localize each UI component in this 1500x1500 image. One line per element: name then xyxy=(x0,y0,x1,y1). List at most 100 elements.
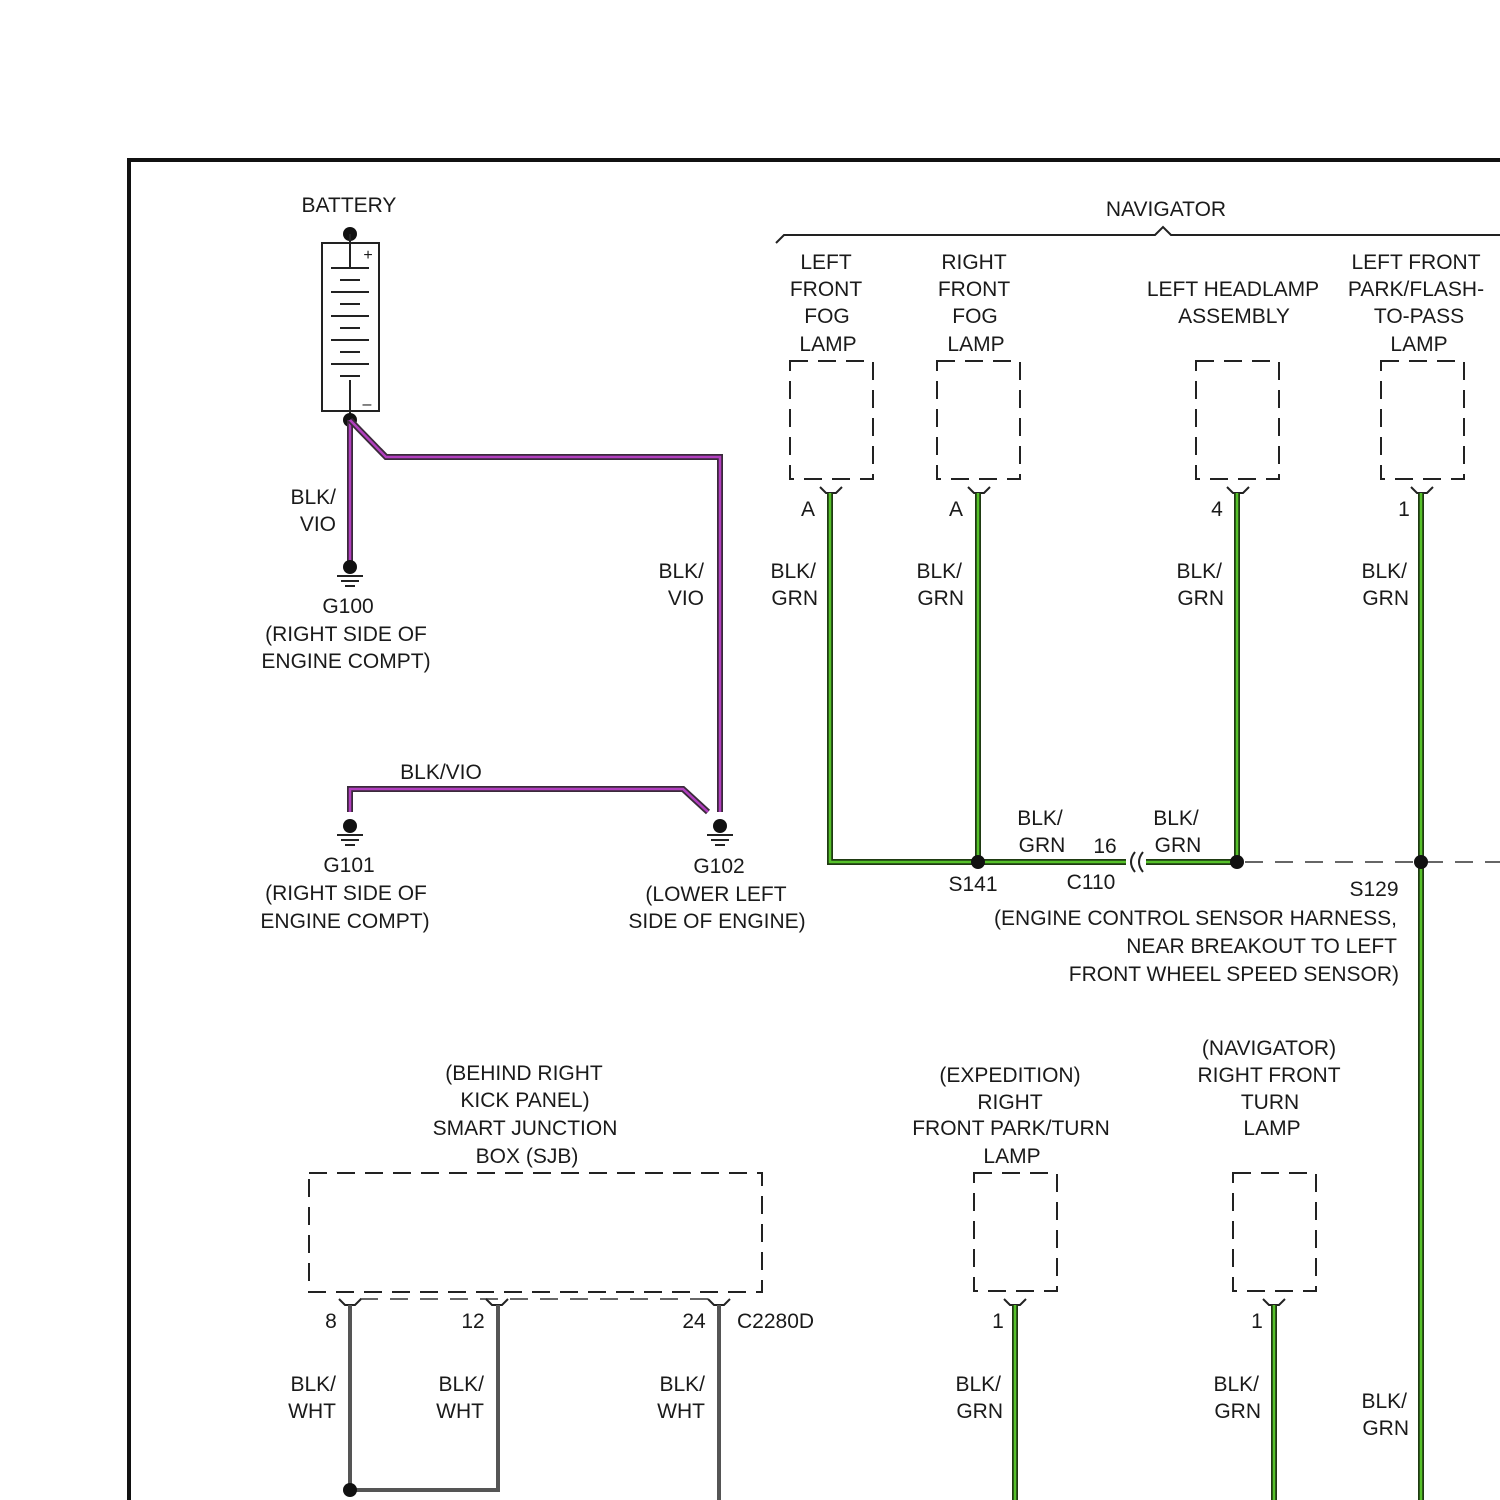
ground-g102-icon xyxy=(707,819,733,845)
battery: BATTERY + – xyxy=(302,194,397,427)
wire-blk-vio-g101 xyxy=(350,789,708,812)
wire-label-pin8-2: WHT xyxy=(288,1400,336,1423)
right-fog-connector-icon xyxy=(968,487,990,493)
nav-turn-label-2: RIGHT FRONT xyxy=(1197,1064,1340,1087)
left-park-pin: 1 xyxy=(1398,498,1410,521)
battery-plus-label: + xyxy=(363,247,372,264)
wire-label-right-fog-1: BLK/ xyxy=(916,560,962,583)
nav-turn-pin: 1 xyxy=(1251,1310,1263,1333)
wire-label-left-park-lower-2: GRN xyxy=(1362,1417,1409,1440)
left-headlamp-label-1: LEFT HEADLAMP xyxy=(1147,278,1319,301)
diagram-frame xyxy=(129,160,1500,1500)
wire-label-nav-turn-2: GRN xyxy=(1214,1400,1261,1423)
left-fog-lamp-box xyxy=(790,361,873,479)
wire-label-g102-line1: BLK/ xyxy=(658,560,704,583)
wire-label-g100-line2: VIO xyxy=(300,513,336,536)
battery-title: BATTERY xyxy=(302,194,397,217)
exp-park-connector-icon xyxy=(1004,1299,1026,1305)
navigator-bracket xyxy=(776,227,1500,243)
wire-label-exp-park-1: BLK/ xyxy=(955,1373,1001,1396)
splice-location-2: NEAR BREAKOUT TO LEFT xyxy=(1126,935,1397,958)
left-headlamp-box xyxy=(1196,361,1279,479)
splice-s129-label: S129 xyxy=(1349,878,1398,901)
splice-s141-dot xyxy=(971,855,985,869)
wire-label-left-park-2: GRN xyxy=(1362,587,1409,610)
ground-g100-loc1: (RIGHT SIDE OF xyxy=(265,623,427,646)
wire-label-s141-1: BLK/ xyxy=(1017,807,1063,830)
right-fog-label-3: FOG xyxy=(952,305,998,328)
right-fog-label-4: LAMP xyxy=(947,333,1004,356)
wire-label-g100-line1: BLK/ xyxy=(290,486,336,509)
wire-label-left-fog-1: BLK/ xyxy=(770,560,816,583)
left-park-label-1: LEFT FRONT xyxy=(1351,251,1480,274)
ground-g101-icon xyxy=(337,819,363,845)
left-park-connector-icon xyxy=(1411,487,1433,493)
left-headlamp-assembly: LEFT HEADLAMP ASSEMBLY 4 xyxy=(1147,278,1319,521)
smart-junction-box: (BEHIND RIGHT KICK PANEL) SMART JUNCTION… xyxy=(309,1062,814,1333)
left-park-label-3: TO-PASS xyxy=(1374,305,1464,328)
left-headlamp-pin: 4 xyxy=(1211,498,1223,521)
left-park-label-2: PARK/FLASH- xyxy=(1348,278,1484,301)
wire-label-pin12-1: BLK/ xyxy=(438,1373,484,1396)
left-fog-label-2: FRONT xyxy=(790,278,862,301)
sjb-label-3: SMART JUNCTION xyxy=(433,1117,618,1140)
exp-park-label-3: FRONT PARK/TURN xyxy=(912,1117,1110,1140)
sjb-pin-8: 8 xyxy=(325,1310,337,1333)
splice-s129-dot xyxy=(1414,855,1428,869)
nav-turn-lamp-box xyxy=(1233,1173,1316,1291)
exp-park-lamp-box xyxy=(974,1173,1057,1291)
nav-turn-connector-icon xyxy=(1263,1299,1285,1305)
left-fog-pin: A xyxy=(801,498,815,521)
sjb-label-2: KICK PANEL) xyxy=(460,1089,589,1112)
sjb-pin-12: 12 xyxy=(461,1310,484,1333)
c110-pin-number: 16 xyxy=(1093,835,1116,858)
wire-label-pin12-2: WHT xyxy=(436,1400,484,1423)
battery-minus-label: – xyxy=(363,396,372,413)
exp-park-pin: 1 xyxy=(992,1310,1004,1333)
right-front-fog-lamp: RIGHT FRONT FOG LAMP A xyxy=(937,251,1020,521)
left-fog-label-3: FOG xyxy=(804,305,850,328)
right-fog-pin: A xyxy=(949,498,963,521)
right-fog-label-2: FRONT xyxy=(938,278,1010,301)
wire-label-g101: BLK/VIO xyxy=(400,761,482,784)
wire-label-c110-2: GRN xyxy=(1155,834,1202,857)
sjb-box xyxy=(309,1173,762,1292)
left-front-fog-lamp: LEFT FRONT FOG LAMP A xyxy=(790,251,873,521)
ground-g102-id: G102 xyxy=(693,855,744,878)
nav-turn-label-1: (NAVIGATOR) xyxy=(1202,1037,1336,1060)
wire-label-exp-park-2: GRN xyxy=(956,1400,1003,1423)
sjb-connector-id: C2280D xyxy=(737,1310,814,1333)
splice-s141-label: S141 xyxy=(948,873,997,896)
navigator-bracket-label: NAVIGATOR xyxy=(1106,198,1226,221)
wire-label-left-fog-2: GRN xyxy=(771,587,818,610)
splice-headlamp-dot xyxy=(1230,855,1244,869)
ground-g100-icon xyxy=(337,560,363,586)
left-fog-label-1: LEFT xyxy=(800,251,852,274)
wire-label-left-park-1: BLK/ xyxy=(1361,560,1407,583)
splice-location-1: (ENGINE CONTROL SENSOR HARNESS, xyxy=(994,907,1397,930)
left-park-lamp-box xyxy=(1381,361,1464,479)
c110-connector-icon xyxy=(1131,852,1143,872)
wire-label-s141-2: GRN xyxy=(1019,834,1066,857)
sjb-label-4: BOX (SJB) xyxy=(476,1145,579,1168)
exp-park-label-4: LAMP xyxy=(983,1145,1040,1168)
wire-blk-grn-left-fog xyxy=(830,493,978,862)
splice-sjb-dot xyxy=(343,1483,357,1497)
wire-blk-vio-g102 xyxy=(350,420,720,812)
ground-g102-loc1: (LOWER LEFT xyxy=(645,883,786,906)
nav-turn-label-4: LAMP xyxy=(1243,1117,1300,1140)
left-fog-connector-icon xyxy=(820,487,842,493)
left-fog-label-4: LAMP xyxy=(799,333,856,356)
ground-g101-id: G101 xyxy=(323,854,374,877)
left-park-label-4: LAMP xyxy=(1390,333,1447,356)
wire-label-pin24-1: BLK/ xyxy=(659,1373,705,1396)
ground-g100-loc2: ENGINE COMPT) xyxy=(261,650,430,673)
nav-turn-label-3: TURN xyxy=(1241,1091,1299,1114)
exp-park-label-2: RIGHT xyxy=(977,1091,1043,1114)
left-front-park-lamp: LEFT FRONT PARK/FLASH- TO-PASS LAMP 1 xyxy=(1348,251,1484,521)
exp-park-label-1: (EXPEDITION) xyxy=(939,1064,1080,1087)
expedition-right-park-turn-lamp: (EXPEDITION) RIGHT FRONT PARK/TURN LAMP … xyxy=(912,1064,1110,1333)
wire-label-c110-1: BLK/ xyxy=(1153,807,1199,830)
ground-g101-loc1: (RIGHT SIDE OF xyxy=(265,882,427,905)
